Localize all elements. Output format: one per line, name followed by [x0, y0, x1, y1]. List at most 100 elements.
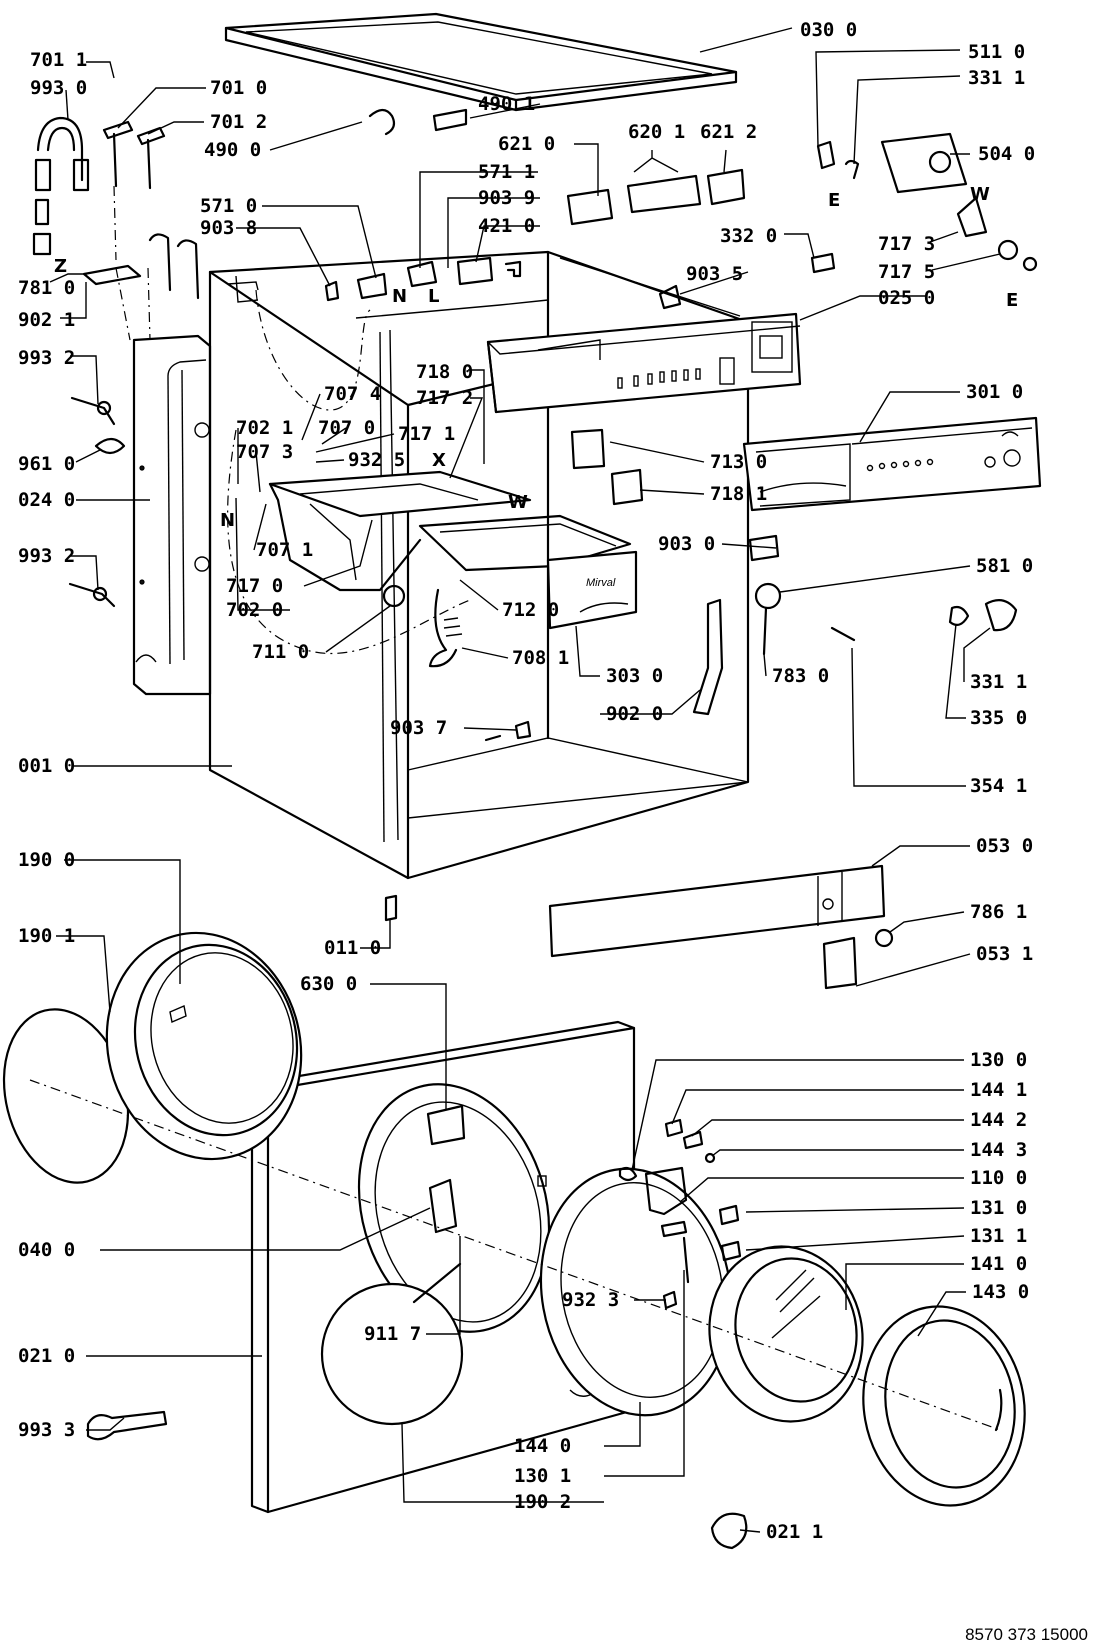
callout-993-0: 993 0: [30, 77, 87, 99]
callout-331-1-top: 331 1: [968, 67, 1025, 89]
callout-024-0: 024 0: [18, 489, 75, 511]
callout-011-0: 011 0: [324, 937, 381, 959]
callout-354-1: 354 1: [970, 775, 1027, 797]
center-axis: [29, 185, 1001, 1431]
callout-301-0: 301 0: [966, 381, 1023, 403]
control-panel: [486, 312, 802, 414]
callout-021-0: 021 0: [18, 1345, 75, 1367]
callout-130-0: 130 0: [970, 1049, 1027, 1071]
callout-630-0: 630 0: [300, 973, 357, 995]
callout-781-0: 781 0: [18, 277, 75, 299]
callout-053-1: 053 1: [976, 943, 1033, 965]
callout-421-0: 421 0: [478, 215, 535, 237]
marker-w-mid: W: [508, 492, 528, 513]
leader-lines: [49, 27, 1001, 1533]
callout-331-1-bottom: 331 1: [970, 671, 1027, 693]
dashed-guide: [227, 289, 471, 654]
callout-903-0: 903 0: [658, 533, 715, 555]
callout-490-0: 490 0: [204, 139, 261, 161]
callout-labels: 030 0 511 0 331 1 504 0 701 1 993 0 701 …: [18, 19, 1035, 1543]
door-frame: [862, 1305, 1026, 1507]
marker-l-top: L: [428, 286, 439, 307]
callout-143-0: 143 0: [972, 1281, 1029, 1303]
callout-701-2: 701 2: [210, 111, 267, 133]
callout-621-0: 621 0: [498, 133, 555, 155]
callout-110-0: 110 0: [970, 1167, 1027, 1189]
marker-e-left: E: [828, 190, 840, 211]
callout-511-0: 511 0: [968, 41, 1025, 63]
callout-903-7: 903 7: [390, 717, 447, 739]
callout-932-5: 932 5: [348, 449, 405, 471]
callout-903-5: 903 5: [686, 263, 743, 285]
callout-717-3: 717 3: [878, 233, 935, 255]
marker-z: Z: [54, 256, 67, 277]
callout-581-0: 581 0: [976, 555, 1033, 577]
callout-490-1: 490 1: [478, 93, 535, 115]
callout-141-0: 141 0: [970, 1253, 1027, 1275]
callout-131-1: 131 1: [970, 1225, 1027, 1247]
callout-620-1: 620 1: [628, 121, 685, 143]
callout-332-0: 332 0: [720, 225, 777, 247]
drawing-number: 8570 373 15000: [965, 1625, 1088, 1644]
callout-902-1: 902 1: [18, 309, 75, 331]
detergent-dispenser: [268, 470, 638, 668]
callout-961-0: 961 0: [18, 453, 75, 475]
callout-707-0: 707 0: [318, 417, 375, 439]
marker-w-top: W: [970, 184, 990, 205]
marker-e-right: E: [1006, 290, 1018, 311]
callout-718-0: 718 0: [416, 361, 473, 383]
control-panel-indicators: [617, 368, 701, 389]
front-fascia: [742, 416, 1042, 512]
callout-504-0: 504 0: [978, 143, 1035, 165]
dispenser-brand: Mirval: [586, 577, 616, 589]
callout-903-8: 903 8: [200, 217, 257, 239]
callout-040-0: 040 0: [18, 1239, 75, 1261]
callout-701-0: 701 0: [210, 77, 267, 99]
callout-711-0: 711 0: [252, 641, 309, 663]
callout-130-1: 130 1: [514, 1465, 571, 1487]
marker-n-left: N: [220, 510, 235, 531]
callout-053-0: 053 0: [976, 835, 1033, 857]
rear-panel: [132, 334, 212, 696]
door-outer: [2, 931, 303, 1184]
callout-144-2: 144 2: [970, 1109, 1027, 1131]
callout-713-0: 713 0: [710, 451, 767, 473]
callout-190-0: 190 0: [18, 849, 75, 871]
callout-335-0: 335 0: [970, 707, 1027, 729]
callout-025-0: 025 0: [878, 287, 935, 309]
callout-190-2: 190 2: [514, 1491, 571, 1513]
callout-903-9: 903 9: [478, 187, 535, 209]
callout-144-1: 144 1: [970, 1079, 1027, 1101]
callout-303-0: 303 0: [606, 665, 663, 687]
callout-712-0: 712 0: [502, 599, 559, 621]
callout-701-1: 701 1: [30, 49, 87, 71]
callout-702-0: 702 0: [226, 599, 283, 621]
callout-571-0: 571 0: [200, 195, 257, 217]
callout-707-1: 707 1: [256, 539, 313, 561]
fascia-buttons: [866, 458, 934, 472]
callout-707-4: 707 4: [324, 383, 381, 405]
callout-911-7: 911 7: [364, 1323, 421, 1345]
callout-708-1: 708 1: [512, 647, 569, 669]
callout-783-0: 783 0: [772, 665, 829, 687]
callout-993-2-a: 993 2: [18, 347, 75, 369]
front-trim: [548, 864, 894, 990]
callout-190-1: 190 1: [18, 925, 75, 947]
callout-993-2-b: 993 2: [18, 545, 75, 567]
callout-993-3: 993 3: [18, 1419, 75, 1441]
callout-717-1: 717 1: [398, 423, 455, 445]
callout-144-0: 144 0: [514, 1435, 571, 1457]
callout-021-1: 021 1: [766, 1521, 823, 1543]
callout-786-1: 786 1: [970, 901, 1027, 923]
callout-932-3: 932 3: [562, 1289, 619, 1311]
callout-621-2: 621 2: [700, 121, 757, 143]
callout-707-3: 707 3: [236, 441, 293, 463]
top-panel: [224, 12, 738, 112]
callout-131-0: 131 0: [970, 1197, 1027, 1219]
callout-144-3: 144 3: [970, 1139, 1027, 1161]
callout-030-0: 030 0: [800, 19, 857, 41]
callout-702-1: 702 1: [236, 417, 293, 439]
callout-001-0: 001 0: [18, 755, 75, 777]
small-parts: [32, 108, 1038, 1550]
